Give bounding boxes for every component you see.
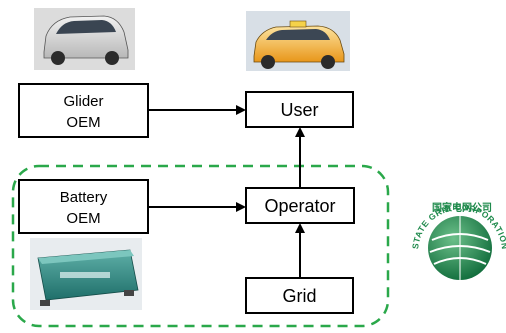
logo-chinese-text: 国家电网公司 [432, 201, 492, 214]
glider-oem-label-line2: OEM [66, 114, 100, 131]
battery-pack-photo [30, 238, 142, 310]
car-photo [34, 8, 135, 70]
battery-oem-label-line2: OEM [66, 210, 100, 227]
glider-oem-box: Glider OEM [18, 83, 149, 138]
dashed-region-border [11, 164, 390, 328]
glider-oem-label-line1: Glider [63, 93, 103, 110]
battery-oem-box: Battery OEM [18, 179, 149, 234]
grid-box: Grid [245, 277, 354, 314]
battery-oem-label-line1: Battery [60, 189, 108, 206]
user-label: User [280, 100, 318, 120]
operator-label: Operator [264, 196, 335, 216]
operator-box: Operator [245, 187, 355, 224]
grid-label: Grid [282, 286, 316, 306]
user-box: User [245, 91, 354, 128]
taxi-photo [246, 11, 350, 71]
